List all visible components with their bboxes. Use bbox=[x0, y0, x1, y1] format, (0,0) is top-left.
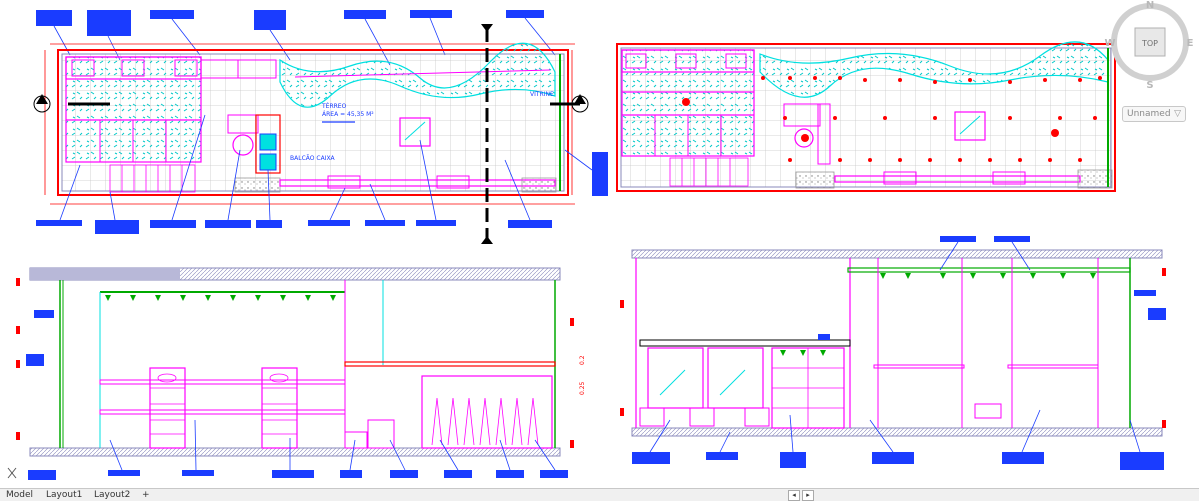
section-arrow-icon bbox=[33, 24, 589, 244]
tab-add-button[interactable]: + bbox=[142, 490, 150, 500]
display-cabinet-left bbox=[149, 367, 186, 449]
viewcube-face-label: TOP bbox=[1141, 39, 1158, 48]
viewcube[interactable]: TOP N S E W bbox=[1104, 0, 1193, 91]
area-label: ÁREA = 45,35 M² bbox=[322, 111, 374, 118]
close-icon[interactable] bbox=[7, 467, 17, 479]
outer-wall bbox=[57, 49, 569, 196]
ceiling-lights bbox=[682, 76, 1102, 162]
leader-lines-top bbox=[53, 17, 556, 66]
spotlight-icon bbox=[105, 295, 336, 301]
dimension-lines bbox=[44, 43, 575, 205]
tab-layout2[interactable]: Layout2 bbox=[94, 490, 131, 500]
section-elevation-left: 0.25 0.2 bbox=[7, 267, 586, 480]
outer-wall bbox=[616, 43, 1116, 192]
tab-layout1[interactable]: Layout1 bbox=[46, 490, 83, 500]
counter-label: BALCÃO CAIXA bbox=[290, 155, 336, 162]
section-elevation-right bbox=[620, 236, 1166, 470]
scroll-left-icon[interactable]: ◂ bbox=[788, 490, 800, 501]
leader-lines-bottom bbox=[59, 114, 593, 221]
section-dim-0: 0.2 bbox=[579, 355, 586, 365]
layout-tab-bar: Model Layout1 Layout2 + ◂ ▸ bbox=[0, 488, 1199, 501]
cad-drawing-canvas[interactable]: TÉRREO ÁREA = 45,35 M² BALCÃO CAIXA VITR… bbox=[0, 0, 1199, 488]
room-label: TÉRREO bbox=[321, 102, 347, 110]
annotation-tags-bottom bbox=[36, 152, 608, 234]
compass-west[interactable]: W bbox=[1104, 38, 1115, 49]
scroll-right-icon[interactable]: ▸ bbox=[802, 490, 814, 501]
compass-east[interactable]: E bbox=[1187, 38, 1194, 49]
compass-south[interactable]: S bbox=[1146, 80, 1153, 91]
viewcube-view-menu-label: Unnamed bbox=[1127, 109, 1171, 119]
round-table bbox=[232, 134, 254, 156]
section-dim-1: 0.25 bbox=[579, 381, 586, 395]
compass-north[interactable]: N bbox=[1146, 0, 1154, 11]
viewcube-top-face[interactable] bbox=[1134, 27, 1166, 57]
floor-plan-left: TÉRREO ÁREA = 45,35 M² BALCÃO CAIXA VITR… bbox=[33, 10, 608, 244]
floor-plan-right bbox=[616, 41, 1116, 192]
annotation-tags-section-right bbox=[632, 236, 1166, 470]
annotation-tags-top bbox=[36, 10, 544, 36]
viewcube-view-menu[interactable]: Unnamed ▽ bbox=[1122, 106, 1186, 122]
chevron-down-icon: ▽ bbox=[1174, 109, 1181, 119]
display-cabinet-right bbox=[261, 367, 298, 449]
vitrine-label: VITRINE bbox=[530, 91, 554, 98]
fitting-curtain bbox=[421, 375, 553, 449]
tab-model[interactable]: Model bbox=[6, 490, 34, 500]
annotation-tags-section-left bbox=[26, 310, 568, 480]
